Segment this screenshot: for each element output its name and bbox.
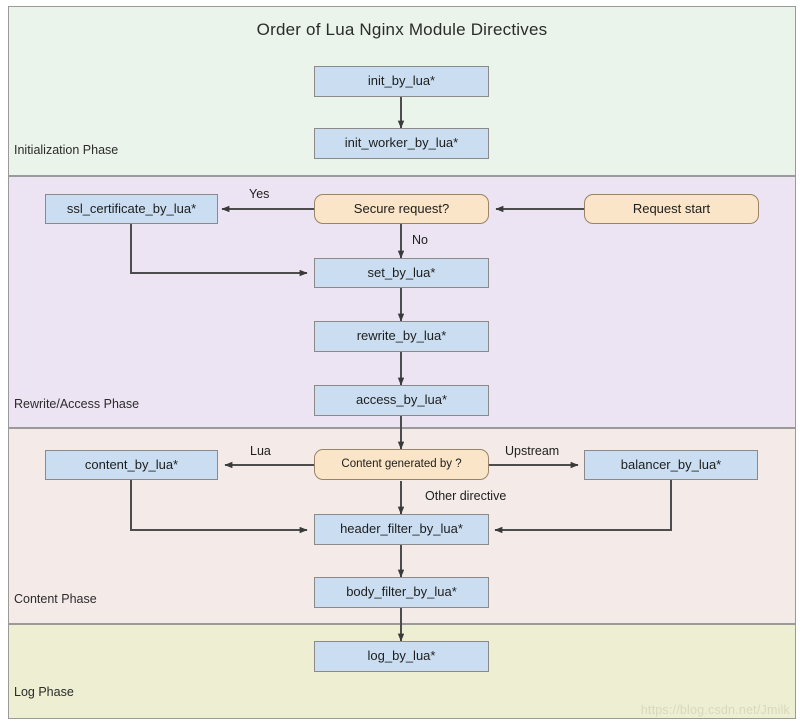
node-rewrite-by-lua[interactable]: rewrite_by_lua*	[314, 321, 489, 352]
node-ssl-certificate-by-lua[interactable]: ssl_certificate_by_lua*	[45, 194, 218, 224]
node-balancer-by-lua[interactable]: balancer_by_lua*	[584, 450, 758, 480]
edge-label-yes: Yes	[249, 187, 270, 201]
node-request-start[interactable]: Request start	[584, 194, 759, 224]
node-init-worker-by-lua[interactable]: init_worker_by_lua*	[314, 128, 489, 159]
edge-label-other-directive: Other directive	[425, 489, 507, 503]
node-header-filter-by-lua[interactable]: header_filter_by_lua*	[314, 514, 489, 545]
edge-label-upstream: Upstream	[505, 444, 560, 458]
phase-label-content: Content Phase	[14, 592, 97, 606]
phase-label-initialization: Initialization Phase	[14, 143, 119, 157]
diagram-title: Order of Lua Nginx Module Directives	[256, 20, 548, 39]
watermark: https://blog.csdn.net/Jmilk	[640, 703, 790, 717]
node-log-by-lua[interactable]: log_by_lua*	[314, 641, 489, 672]
node-body-filter-by-lua[interactable]: body_filter_by_lua*	[314, 577, 489, 608]
node-set-by-lua[interactable]: set_by_lua*	[314, 258, 489, 288]
node-content-by-lua[interactable]: content_by_lua*	[45, 450, 218, 480]
node-access-by-lua[interactable]: access_by_lua*	[314, 385, 489, 416]
edge-label-no: No	[412, 233, 428, 247]
node-init-by-lua[interactable]: init_by_lua*	[314, 66, 489, 97]
phase-label-rewrite-access: Rewrite/Access Phase	[14, 397, 140, 411]
edge-label-lua: Lua	[250, 444, 271, 458]
node-secure-request[interactable]: Secure request?	[314, 194, 489, 224]
node-content-generated-by[interactable]: Content generated by ?	[314, 449, 489, 480]
phase-label-log: Log Phase	[14, 685, 74, 699]
